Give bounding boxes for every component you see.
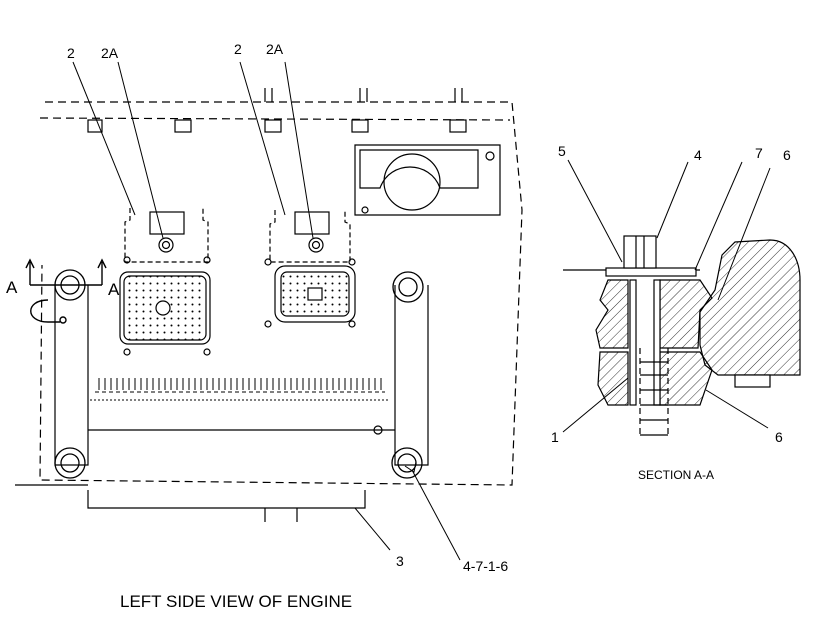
callout-2A-right: 2A [266, 41, 284, 57]
section-callout-6-top: 6 [783, 147, 791, 163]
isolator-mounts [54, 269, 424, 479]
section-cut-marker [25, 258, 107, 324]
callout-3: 3 [396, 553, 404, 569]
section-marker-a-left: A [6, 278, 18, 297]
section-callout-7: 7 [755, 145, 763, 161]
callout-4-7-1-6: 4-7-1-6 [463, 558, 508, 574]
toothed-strip [90, 378, 388, 401]
section-caption: SECTION A-A [638, 468, 714, 482]
section-callout-6-bottom: 6 [775, 429, 783, 445]
callout-2-right: 2 [234, 41, 242, 57]
section-callout-5: 5 [558, 143, 566, 159]
mounting-bracket [15, 285, 429, 522]
ecm-connector-left [119, 208, 211, 356]
section-a-a-drawing [563, 235, 801, 436]
callout-2-left: 2 [67, 45, 75, 61]
callout-2A-left: 2A [101, 45, 119, 61]
section-leader-lines [562, 159, 771, 433]
section-marker-a-right: A [108, 280, 120, 299]
section-callout-4: 4 [694, 147, 702, 163]
leader-lines [72, 61, 461, 561]
left-view-caption: LEFT SIDE VIEW OF ENGINE [120, 592, 352, 611]
engine-block-outline [39, 88, 523, 486]
section-callout-1: 1 [551, 429, 559, 445]
ecm-connector-right [264, 210, 356, 328]
